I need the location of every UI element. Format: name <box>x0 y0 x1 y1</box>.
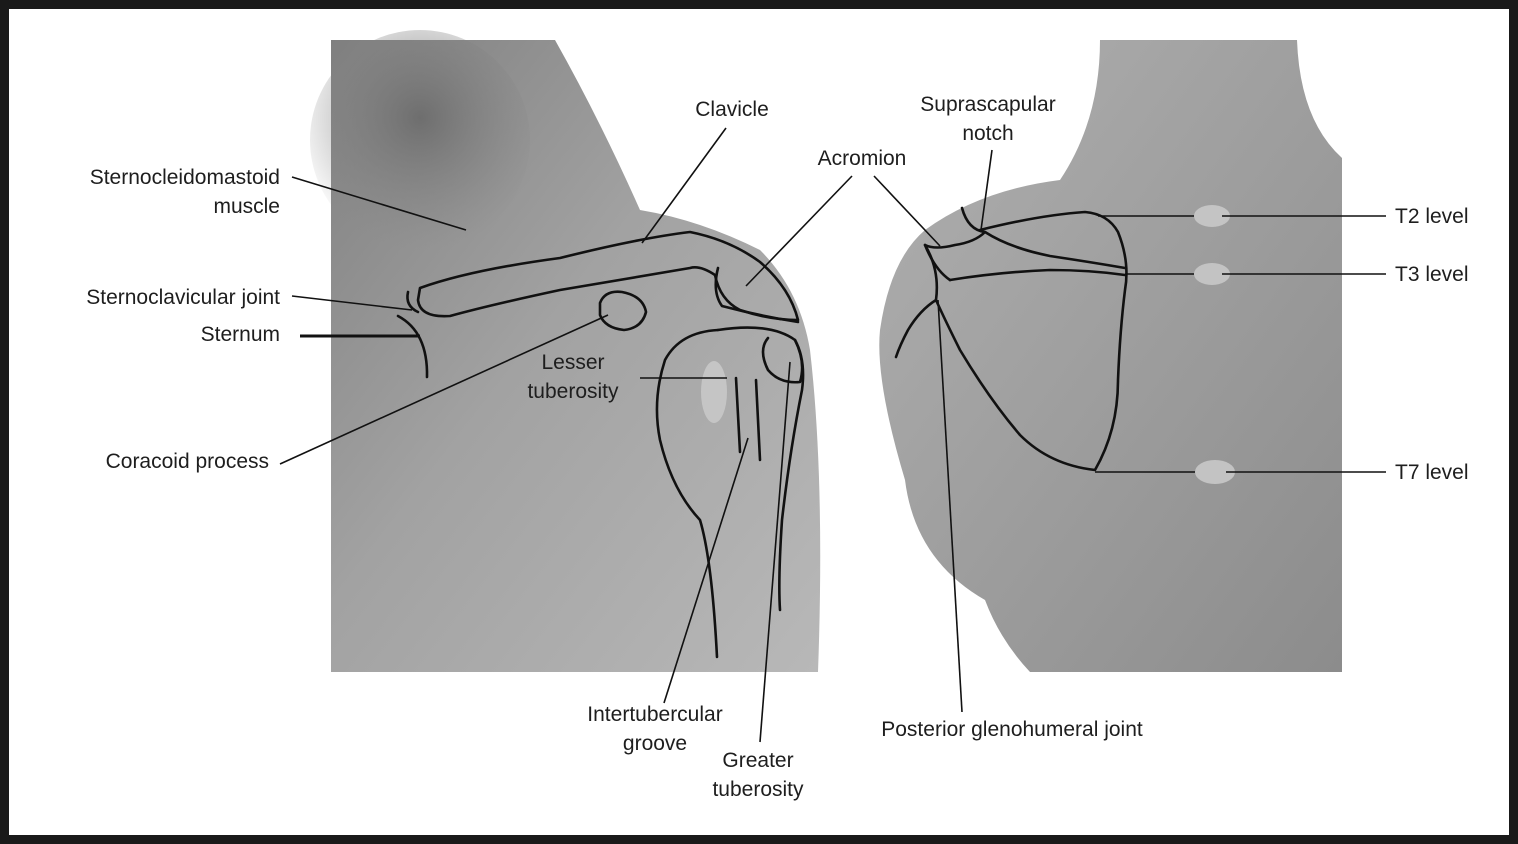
acromion-outline <box>714 266 800 324</box>
label-clavicle: Clavicle <box>695 98 769 121</box>
leader-acromion-posterior <box>873 175 941 247</box>
label-lesser-tuberosity: Lesser tuberosity <box>510 348 636 406</box>
label-lesser-tuberosity-line1: Lesser <box>541 351 605 374</box>
label-t7-level: T7 level <box>1395 461 1469 484</box>
leader-sternoclavicular <box>291 295 413 311</box>
label-greater-tuberosity: Greater tuberosity <box>694 746 822 804</box>
label-greater-tuberosity-line1: Greater <box>722 749 794 772</box>
glenoid-outline <box>894 243 939 359</box>
posterior-shoulder-photo <box>879 40 1342 672</box>
label-suprascapular-notch-line2: notch <box>962 122 1014 145</box>
label-sternocleidomastoid-line2: muscle <box>213 195 280 218</box>
label-sternum: Sternum <box>200 323 280 346</box>
label-intertubercular-groove-line1: Intertubercular <box>587 703 723 726</box>
leader-intertubercular <box>663 437 749 704</box>
scapular-spine-lower <box>948 268 1127 282</box>
greater-tuberosity-outline <box>761 336 804 384</box>
label-t3-level: T3 level <box>1395 263 1469 286</box>
t7-spot <box>1195 460 1235 484</box>
neck-shadow <box>310 30 530 250</box>
leader-greater-tuberosity <box>759 361 791 743</box>
scapular-spine-outline <box>983 230 1127 270</box>
label-acromion: Acromion <box>817 147 907 170</box>
leader-clavicle <box>641 127 727 244</box>
leader-sternocleidomastoid <box>291 176 467 231</box>
lesser-tuberosity-spot <box>701 361 727 423</box>
leader-coracoid <box>279 314 609 465</box>
bicipital-groove-line-2 <box>754 378 762 462</box>
leader-posterior-glenohumeral <box>937 299 963 713</box>
label-coracoid-process: Coracoid process <box>105 450 269 473</box>
label-intertubercular-groove-line2: groove <box>622 732 688 755</box>
leader-acromion-anterior <box>745 175 853 287</box>
label-suprascapular-notch: Suprascapular notch <box>896 90 1080 148</box>
label-suprascapular-notch-line1: Suprascapular <box>920 93 1056 116</box>
label-t2-level: T2 level <box>1395 205 1469 228</box>
scapula-outline <box>934 210 1128 472</box>
coracoid-outline <box>598 290 648 332</box>
sternum-outline <box>396 314 429 379</box>
label-sternoclavicular-joint: Sternoclavicular joint <box>86 286 280 309</box>
t3-spot <box>1194 263 1230 285</box>
t2-spot <box>1194 205 1230 227</box>
label-greater-tuberosity-line2: tuberosity <box>712 778 804 801</box>
label-intertubercular-groove: Intertubercular groove <box>560 700 750 758</box>
leader-suprascapular-notch <box>980 149 993 231</box>
bicipital-groove-line-1 <box>734 376 742 454</box>
label-lesser-tuberosity-line2: tuberosity <box>527 380 619 403</box>
label-posterior-glenohumeral-joint: Posterior glenohumeral joint <box>881 718 1143 741</box>
sternoclavicular-joint-outline <box>406 290 420 314</box>
label-sternocleidomastoid-line1: Sternocleidomastoid <box>89 166 280 189</box>
label-sternocleidomastoid: Sternocleidomastoid muscle <box>90 163 280 221</box>
humerus-lateral-outline <box>716 326 805 612</box>
